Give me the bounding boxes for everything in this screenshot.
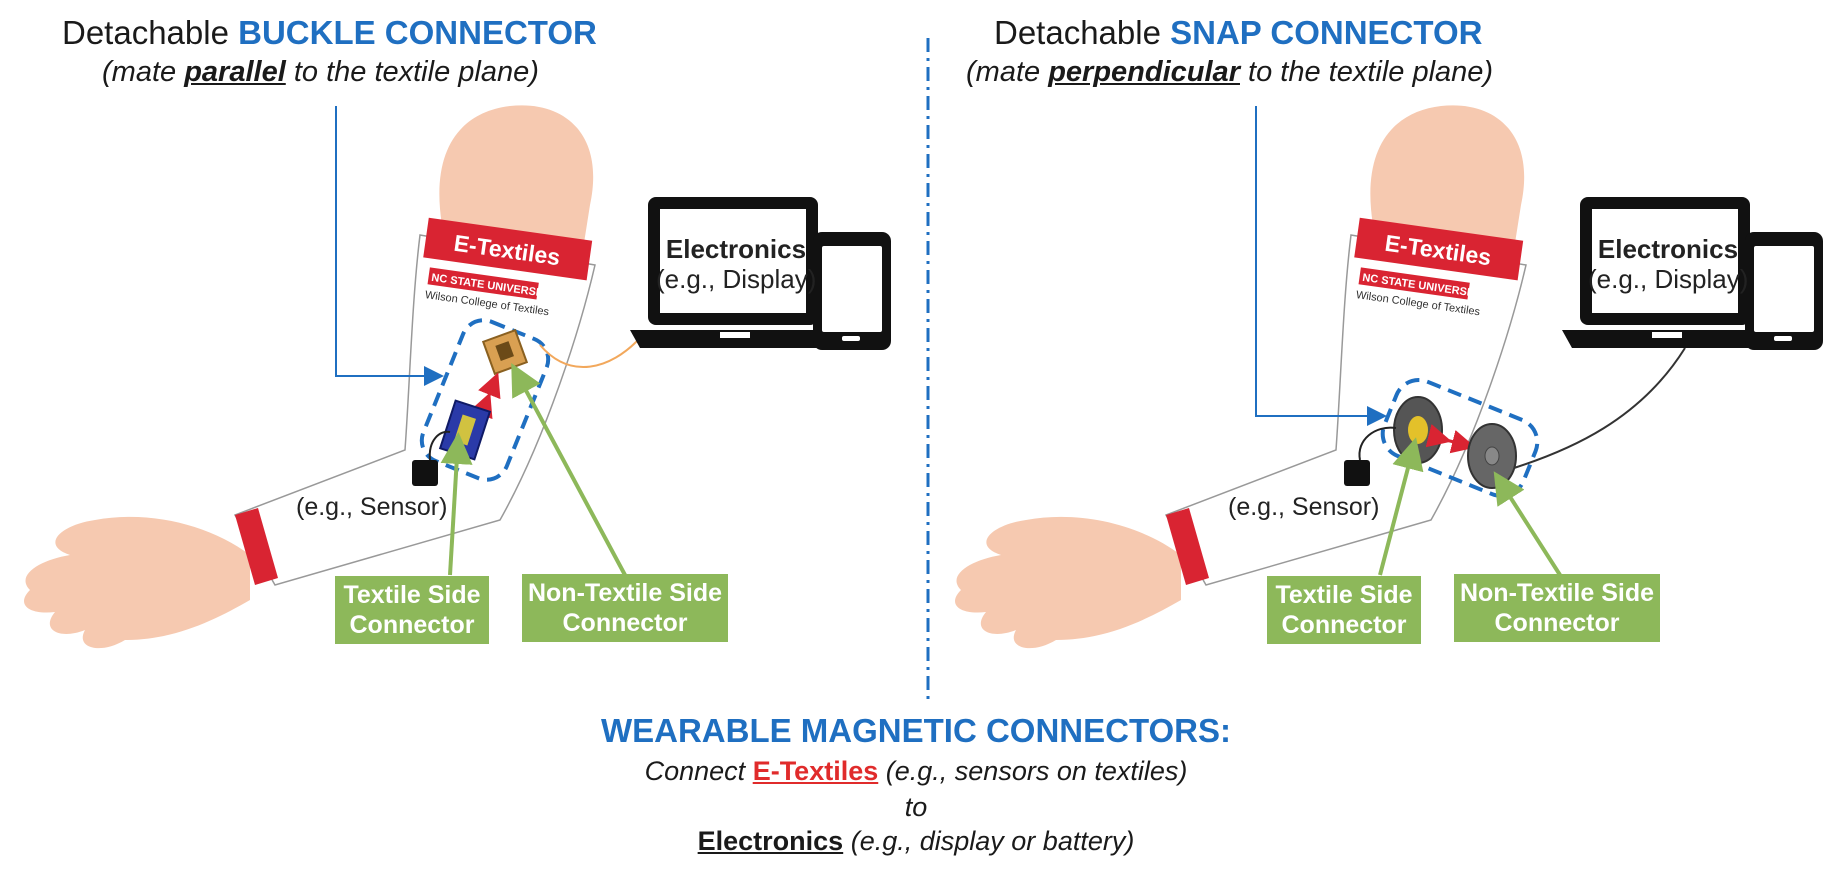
left-textile-connector-text: Textile Side Connector [335,580,489,640]
bottom-electronics: Electronics [698,826,844,856]
right-electronics-sub: (e.g., Display) [1588,264,1748,294]
left-nontextile-connector-text: Non-Textile Side Connector [522,578,728,638]
left-nontextile-connector-label: Non-Textile Side Connector [522,574,728,642]
left-phone-icon [813,232,891,350]
bottom-line3-post: (e.g., display or battery) [851,826,1135,856]
right-textile-connector-text: Textile Side Connector [1267,580,1421,640]
bottom-etextiles: E-Textiles [753,756,879,786]
right-arm-illustration: E-Textiles NC STATE UNIVERSITY Wilson Co… [955,105,1685,648]
right-nontextile-connector-label: Non-Textile Side Connector [1454,574,1660,642]
right-electronics-label: Electronics (e.g., Display) [1588,234,1748,294]
bottom-line1-post: (e.g., sensors on textiles) [886,756,1188,786]
left-hand [24,517,250,648]
right-nontextile-pointer [1498,478,1560,575]
right-textile-connector [1394,397,1442,463]
left-arm-illustration: E-Textiles NC STATE UNIVERSITY Wilson Co… [24,105,640,648]
bottom-title: WEARABLE MAGNETIC CONNECTORS: [0,712,1832,750]
left-electronics-sub: (e.g., Display) [656,264,816,294]
right-nontextile-connector [1468,424,1516,488]
right-hand [955,517,1181,648]
left-sensor-chip [412,460,438,486]
left-nontextile-pointer [515,370,625,575]
left-electronics-label: Electronics (e.g., Display) [656,234,816,294]
bottom-line-2: to [0,792,1832,823]
bottom-line1-pre: Connect [645,756,746,786]
left-sensor-label: (e.g., Sensor) [296,493,447,522]
bottom-line-3: Electronics (e.g., display or battery) [0,826,1832,857]
right-device-wire [1514,348,1685,468]
left-textile-connector-label: Textile Side Connector [335,576,489,644]
left-electronics-title: Electronics [656,234,816,264]
right-textile-connector-label: Textile Side Connector [1267,576,1421,644]
right-sensor-chip [1344,460,1370,486]
right-sensor-label: (e.g., Sensor) [1228,493,1379,522]
right-electronics-title: Electronics [1588,234,1748,264]
bottom-line-1: Connect E-Textiles (e.g., sensors on tex… [0,756,1832,787]
right-nontextile-connector-text: Non-Textile Side Connector [1454,578,1660,638]
right-phone-icon [1745,232,1823,350]
